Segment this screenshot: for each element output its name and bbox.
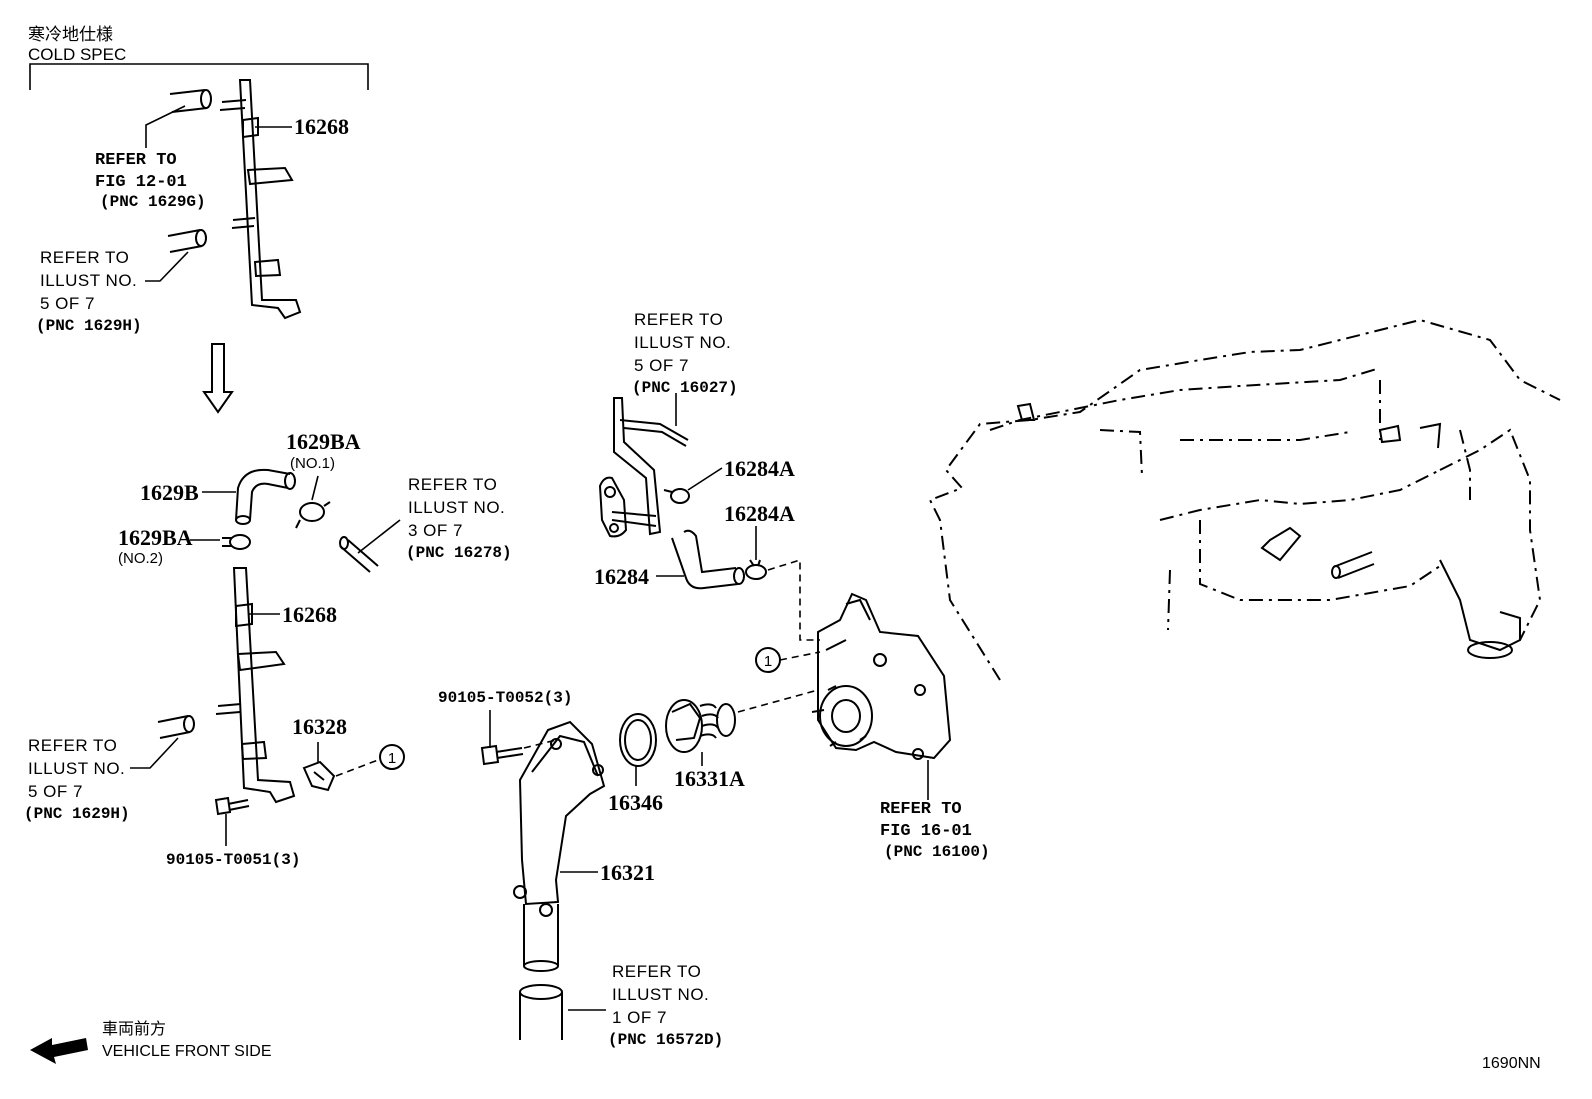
part-number-16321: 16321 xyxy=(600,860,655,885)
ref-illust5-top-line2: ILLUST NO. xyxy=(40,271,137,290)
hose-1629H-bottom xyxy=(157,715,195,739)
hose-1629B xyxy=(235,468,296,525)
circle-ref-right: 1 xyxy=(755,647,781,673)
part-number-16284A-1: 16284A xyxy=(724,456,795,481)
clamp-16284A-2 xyxy=(745,559,767,580)
cold-spec-jp-title: 寒冷地仕様 xyxy=(28,25,113,44)
part-note-1629BA-no2: (NO.2) xyxy=(118,550,163,567)
ref-illust5-bottom-line2: ILLUST NO. xyxy=(28,759,125,778)
water-outlet-16321 xyxy=(513,720,606,972)
vehicle-front-en: VEHICLE FRONT SIDE xyxy=(102,1043,272,1060)
down-arrow-icon xyxy=(202,343,234,414)
ref-illust1-line3: 1 OF 7 xyxy=(612,1008,667,1027)
hose-16278 xyxy=(339,536,379,573)
vehicle-front-jp: 車両前方 xyxy=(102,1020,166,1038)
gasket-16346 xyxy=(619,713,657,767)
dash-line-16284 xyxy=(767,558,820,641)
leader-illust5-bottom xyxy=(130,737,179,769)
ref-fig1601-line2: FIG 16-01 xyxy=(880,822,972,841)
dash-line-circle-right xyxy=(779,651,821,661)
svg-text:1: 1 xyxy=(764,653,772,670)
cold-spec-en-title: COLD SPEC xyxy=(28,45,126,64)
ref-illust5-top-line4: (PNC 1629H) xyxy=(36,317,142,335)
part-number-16284: 16284 xyxy=(594,564,649,589)
pipe-16268-bottom xyxy=(215,567,296,804)
ref-illust1-line1: REFER TO xyxy=(612,962,701,981)
ref-illust3-line2: ILLUST NO. xyxy=(408,498,505,517)
circle-ref-left: 1 xyxy=(379,744,405,770)
clamp-16284A-1 xyxy=(663,488,690,504)
bolt-90105-T0052 xyxy=(480,744,524,766)
ref-illust5-mid-line2: ILLUST NO. xyxy=(634,333,731,352)
part-number-90105-T0051: 90105-T0051(3) xyxy=(166,851,300,869)
ref-illust5-bottom-line4: (PNC 1629H) xyxy=(24,805,130,823)
hose-top-1629H xyxy=(167,229,207,253)
part-number-16331A: 16331A xyxy=(674,766,745,791)
dash-line-thermostat xyxy=(737,689,819,713)
ref-illust3-line1: REFER TO xyxy=(408,475,497,494)
thermostat-16331A xyxy=(665,699,736,753)
part-number-1629BA-no2: 1629BA xyxy=(118,525,193,550)
ref-illust5-top-line3: 5 OF 7 xyxy=(40,294,95,313)
ref-illust5-mid-line4: (PNC 16027) xyxy=(632,379,738,397)
bolt-90105-T0051 xyxy=(214,796,250,816)
clamp-16328 xyxy=(302,760,336,792)
dash-line-16328 xyxy=(335,759,379,777)
leader-illust3 xyxy=(357,519,401,554)
ref-fig1601-line3: (PNC 16100) xyxy=(884,843,990,861)
leader-1629BA-no1 xyxy=(311,475,319,501)
ref-fig1201-line1: REFER TO xyxy=(95,151,177,170)
pipe-16572D xyxy=(519,984,563,1040)
ref-illust5-top-line1: REFER TO xyxy=(40,248,129,267)
engine-block-outline xyxy=(928,318,1561,681)
ref-illust5-bottom-line3: 5 OF 7 xyxy=(28,782,83,801)
svg-text:1: 1 xyxy=(388,750,396,767)
part-number-16284A-2: 16284A xyxy=(724,501,795,526)
part-note-1629BA-no1: (NO.1) xyxy=(290,455,335,472)
part-number-1629BA-no1: 1629BA xyxy=(286,429,361,454)
cold-spec-bracket xyxy=(29,63,369,90)
part-number-16268-top: 16268 xyxy=(294,114,349,139)
clamp-1629BA-no2 xyxy=(222,534,251,550)
hose-16284 xyxy=(671,529,745,590)
leader-illust5-top xyxy=(145,251,189,282)
pipe-16268-top xyxy=(219,79,302,320)
part-number-16346: 16346 xyxy=(608,790,663,815)
ref-fig1201-line3: (PNC 1629G) xyxy=(100,193,206,211)
ref-illust5-bottom-line1: REFER TO xyxy=(28,736,117,755)
ref-illust5-mid-line1: REFER TO xyxy=(634,310,723,329)
front-arrow-icon xyxy=(30,1038,88,1064)
ref-illust1-line2: ILLUST NO. xyxy=(612,985,709,1004)
water-pump-housing xyxy=(811,592,952,760)
ref-illust3-line4: (PNC 16278) xyxy=(406,544,512,562)
part-number-16328: 16328 xyxy=(292,714,347,739)
figure-code: 1690NN xyxy=(1482,1055,1541,1072)
part-number-16268-bottom: 16268 xyxy=(282,602,337,627)
ref-illust1-line4: (PNC 16572D) xyxy=(608,1031,723,1049)
hose-top-1629G xyxy=(169,89,212,113)
clamp-1629BA-no1 xyxy=(295,501,331,529)
part-number-1629B: 1629B xyxy=(140,480,199,505)
ref-illust3-line3: 3 OF 7 xyxy=(408,521,463,540)
ref-fig1201-line2: FIG 12-01 xyxy=(95,173,187,192)
leader-16284A-1 xyxy=(687,467,723,491)
ref-fig1601-line1: REFER TO xyxy=(880,800,962,819)
bypass-pipe-16027 xyxy=(598,397,689,538)
ref-illust5-mid-line3: 5 OF 7 xyxy=(634,356,689,375)
leader-fig1201 xyxy=(145,105,186,148)
part-number-90105-T0052: 90105-T0052(3) xyxy=(438,689,572,707)
